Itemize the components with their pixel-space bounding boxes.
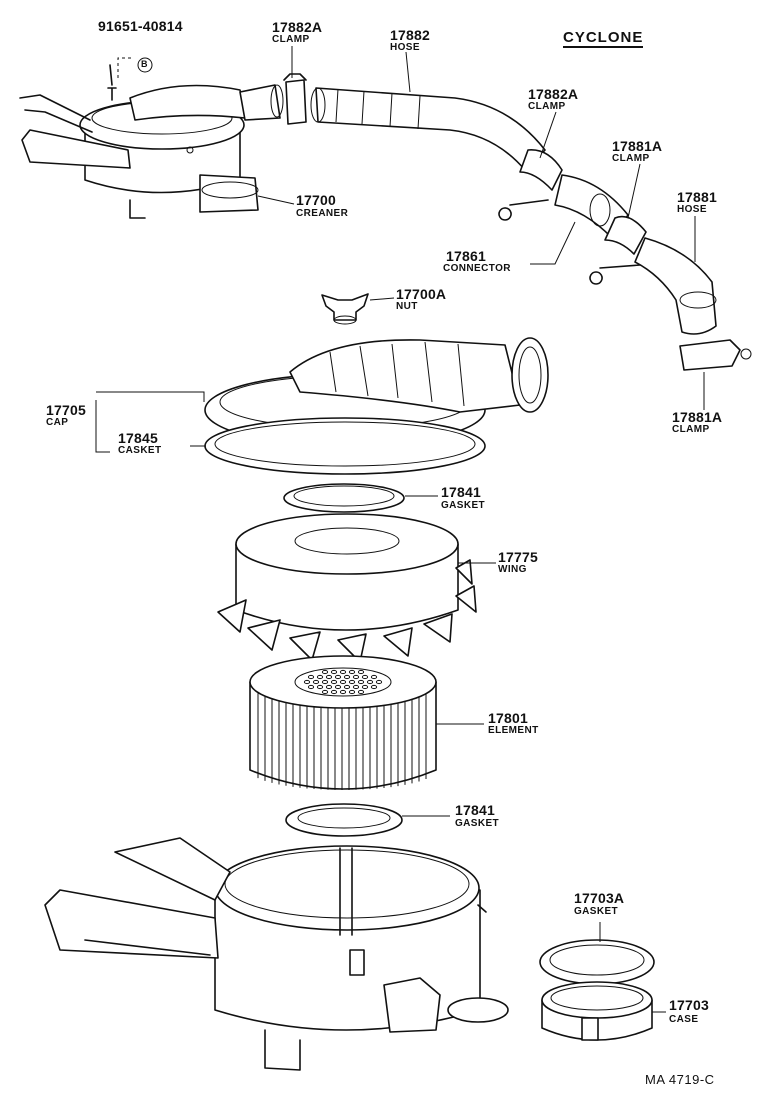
part-number-17700A: 17700A	[396, 286, 447, 302]
lower-gasket-drawing	[285, 803, 403, 837]
part-name-gasket-lower: GASKET	[455, 818, 500, 829]
part-name-case: CASE	[669, 1014, 699, 1025]
part-number-17845: 17845	[118, 430, 158, 446]
wing-drawing	[217, 513, 477, 663]
case-drawing	[541, 981, 653, 1041]
diagram-title: CYCLONE	[563, 29, 644, 48]
leader-lines	[95, 46, 705, 1013]
part-number-17801: 17801	[488, 710, 528, 726]
part-name-wing: WING	[498, 564, 527, 575]
part-number-17882A-mid: 17882A	[528, 86, 579, 102]
part-number-17881A-lower: 17881A	[672, 409, 723, 425]
part-number-17700: 17700	[296, 192, 336, 208]
element-drawing	[249, 655, 437, 790]
wing-nut-drawing	[321, 293, 369, 325]
part-number-17703A: 17703A	[574, 890, 625, 906]
part-name-connector: CONNECTOR	[443, 263, 511, 274]
part-number-17881A-upper: 17881A	[612, 138, 663, 154]
part-name-clamp-top: CLAMP	[272, 34, 310, 45]
bolt-ref-marker: B	[141, 59, 148, 69]
part-number-17705: 17705	[46, 402, 86, 418]
part-number-17703: 17703	[669, 997, 709, 1013]
drawing-reference: MA 4719-C	[645, 1072, 715, 1087]
part-number-17841-lower: 17841	[455, 802, 495, 818]
case-gasket-drawing	[539, 939, 655, 985]
part-name-clamp-right: CLAMP	[612, 153, 650, 164]
part-name-hose-right: HOSE	[677, 204, 707, 215]
upper-gasket-drawing	[283, 483, 405, 513]
upper-hose-drawing	[283, 73, 563, 221]
part-name-clamp-lower: CLAMP	[672, 424, 710, 435]
part-name-gasket-upper: GASKET	[441, 500, 486, 511]
part-number-17882A-top: 17882A	[272, 19, 323, 35]
part-name-casket: CASKET	[118, 445, 162, 456]
part-name-clamp-mid: CLAMP	[528, 101, 566, 112]
part-name-element: ELEMENT	[488, 725, 539, 736]
part-number-17882: 17882	[390, 27, 430, 43]
assembled-cleaner-drawing	[19, 57, 284, 219]
part-number-17861: 17861	[446, 248, 486, 264]
part-number-17841-upper: 17841	[441, 484, 481, 500]
connector-hose-drawing	[554, 174, 752, 371]
part-number-17775: 17775	[498, 549, 538, 565]
case-body-drawing	[44, 837, 509, 1071]
part-name-creaner: CREANER	[296, 208, 349, 219]
part-number-17881: 17881	[677, 189, 717, 205]
part-name-gasket-case: GASKET	[574, 906, 619, 917]
part-name-nut: NUT	[396, 301, 418, 312]
bolt-part-number: 91651-40814	[98, 18, 183, 34]
part-name-hose-upper: HOSE	[390, 42, 420, 53]
part-name-cap: CAP	[46, 417, 69, 428]
